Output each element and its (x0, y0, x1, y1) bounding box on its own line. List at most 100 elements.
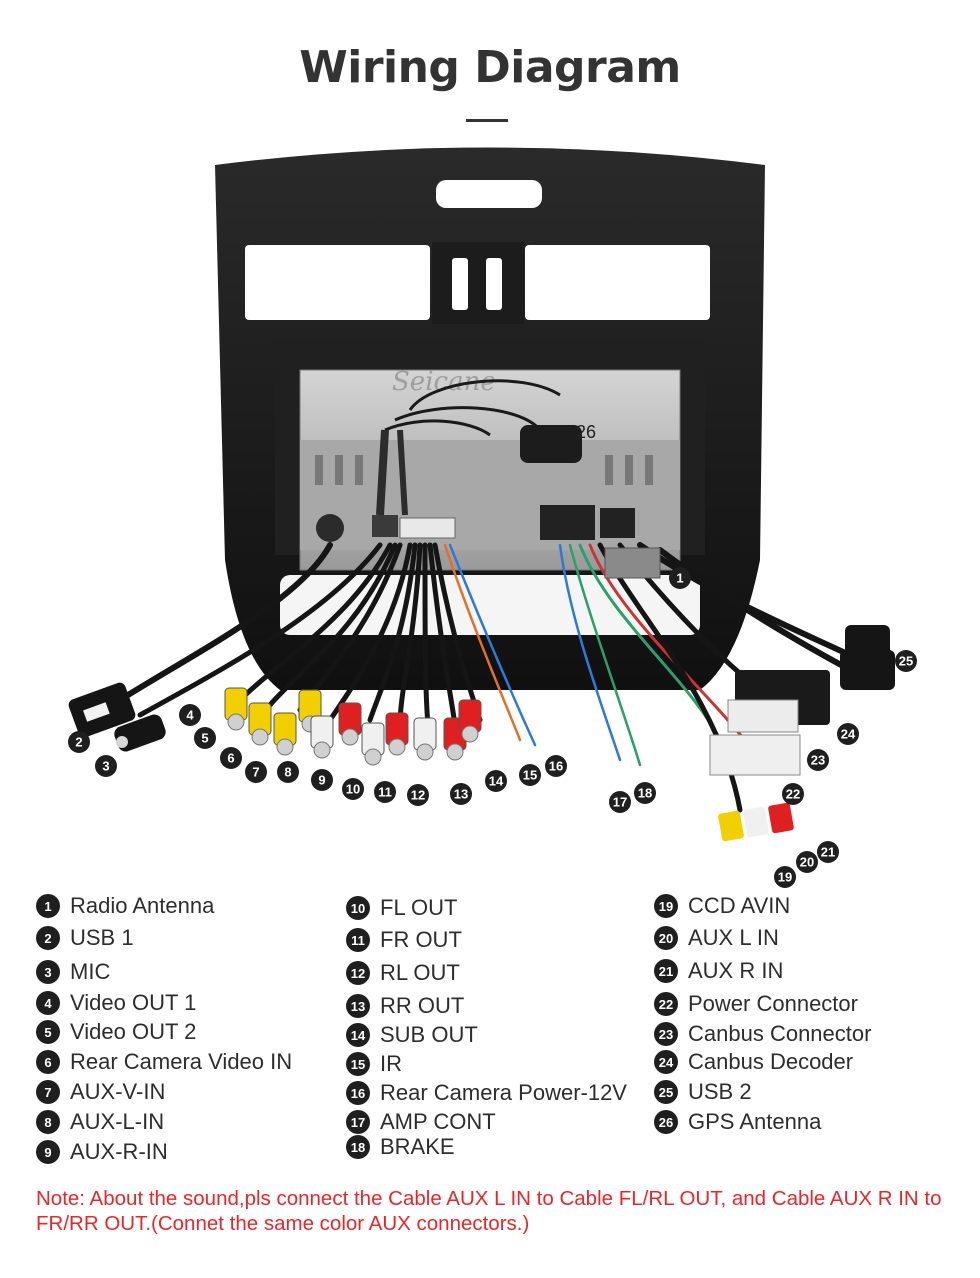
callout-number: 3 (102, 759, 109, 774)
callout-badge: 9 (311, 769, 333, 791)
rca-plug-tip (446, 743, 464, 761)
callout-number: 12 (411, 788, 425, 803)
callout-number: 20 (800, 855, 814, 870)
callout-number: 14 (489, 774, 504, 789)
callout-badge: 14 (485, 770, 507, 792)
legend-label: BRAKE (380, 1134, 455, 1159)
legend-label: AUX-L-IN (70, 1109, 165, 1134)
mic-connector (114, 714, 166, 752)
legend-label: USB 2 (688, 1079, 752, 1104)
legend-number-badge: 7 (36, 1080, 60, 1104)
callout-number: 6 (227, 751, 234, 766)
callout-badge: 22 (782, 783, 804, 805)
rca-plug-tip (227, 713, 245, 731)
usb1-connector (68, 682, 136, 738)
callout-circle (774, 866, 796, 888)
callout-badge: 11 (374, 781, 396, 803)
legend-label: Power Connector (688, 991, 858, 1016)
callout-number: 23 (811, 753, 825, 768)
callout-badge: 16 (545, 755, 567, 777)
legend-label: Rear Camera Power-12V (380, 1080, 627, 1105)
callout-circle (837, 723, 859, 745)
callout-badge: 3 (95, 755, 117, 777)
callout-badge: 5 (194, 727, 216, 749)
canbus-connector (727, 699, 799, 733)
rca-plug-tip (341, 728, 359, 746)
legend-number-badge: 20 (654, 926, 678, 950)
callout-badge: 12 (407, 784, 429, 806)
callout-circle (220, 747, 242, 769)
legend-number-badge: 26 (654, 1110, 678, 1134)
legend-item: 6 Rear Camera Video IN (36, 1049, 292, 1075)
callout-circle (342, 778, 364, 800)
rca-plug-tip (251, 728, 269, 746)
legend-label: CCD AVIN (688, 893, 791, 918)
legend-number-badge: 11 (346, 928, 370, 952)
callout-badge: 4 (179, 704, 201, 726)
callout-badge: 24 (837, 723, 859, 745)
legend-label: IR (380, 1051, 402, 1076)
callout-number: 2 (75, 735, 82, 750)
note-text: Note: About the sound,pls connect the Ca… (36, 1187, 942, 1235)
rca-connectors (224, 687, 482, 766)
legend-item: 18 BRAKE (346, 1134, 455, 1160)
legend-label: AUX R IN (688, 958, 784, 983)
title-underline (466, 119, 508, 122)
callout-badge: 21 (817, 841, 839, 863)
callout-circle (634, 782, 656, 804)
callout-number: 17 (613, 795, 627, 810)
legend-label: USB 1 (70, 925, 134, 950)
callout-badge: 6 (220, 747, 242, 769)
callout-number: 7 (252, 765, 259, 780)
callout-number: 4 (186, 708, 194, 723)
rca-plug-tip (416, 743, 434, 761)
callout-badge: 15 (519, 764, 541, 786)
callout-number: 24 (841, 727, 856, 742)
legend-number-badge: 18 (346, 1135, 370, 1159)
legend-item: 15 IR (346, 1051, 402, 1077)
legend-number-badge: 15 (346, 1052, 370, 1076)
legend-item: 22 Power Connector (654, 991, 858, 1017)
legend-number-badge: 22 (654, 992, 678, 1016)
rca-plug-tip (276, 738, 294, 756)
wiring-diagram-image: Seicane (68, 147, 917, 888)
callout-circle (807, 749, 829, 771)
legend-number-badge: 4 (36, 991, 60, 1015)
callout-number: 13 (454, 787, 468, 802)
legend-number-badge: 6 (36, 1050, 60, 1074)
callout-number: 16 (549, 759, 563, 774)
usb2-connector (840, 625, 895, 690)
power-connector (709, 734, 801, 776)
callout-number: 21 (821, 845, 835, 860)
legend-number-badge: 8 (36, 1110, 60, 1134)
legend-label: FL OUT (380, 895, 458, 920)
callout-circle (796, 851, 818, 873)
legend-number-badge: 24 (654, 1050, 678, 1074)
legend-label: Video OUT 1 (70, 990, 197, 1015)
callout-circle (277, 761, 299, 783)
callout-circle (311, 769, 333, 791)
callout-circle (669, 567, 691, 589)
callout-number: 8 (284, 765, 291, 780)
callout-badge: 1 (669, 567, 691, 589)
legend-number-badge: 1 (36, 894, 60, 918)
callout-circle (179, 704, 201, 726)
legend-label: RR OUT (380, 993, 465, 1018)
callout-number: 15 (523, 768, 537, 783)
legend-label: MIC (70, 959, 111, 984)
callout-circle (407, 784, 429, 806)
legend-number-badge: 21 (654, 959, 678, 983)
callout-number: 10 (346, 782, 360, 797)
legend-label: Rear Camera Video IN (70, 1049, 293, 1074)
